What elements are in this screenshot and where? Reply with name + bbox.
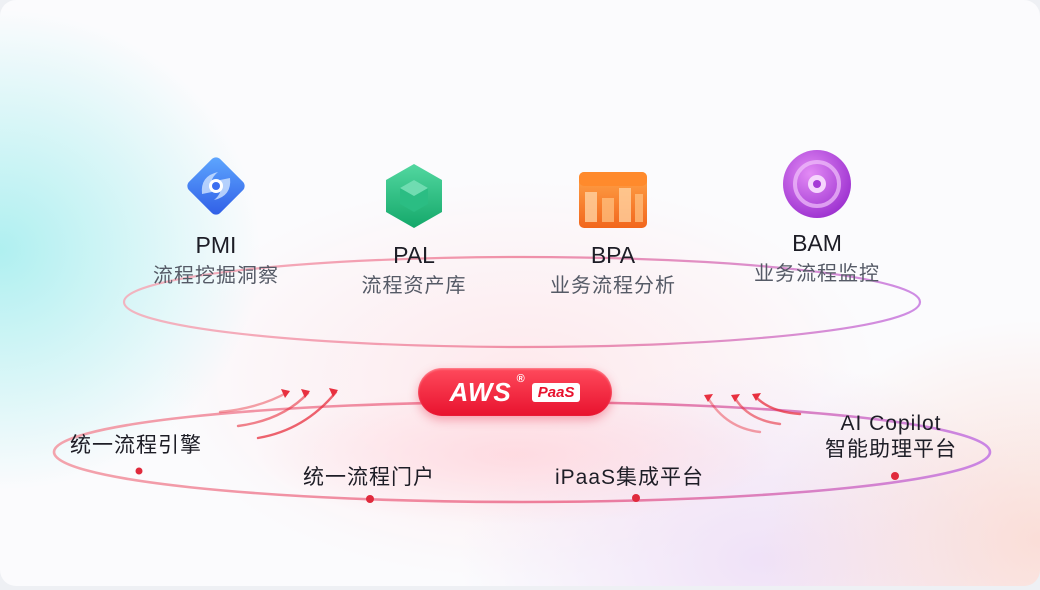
- platform-label-line: AI Copilot: [840, 412, 942, 435]
- pal-hexagon-icon: [376, 158, 452, 234]
- module-pmi: PMI 流程挖掘洞察: [106, 148, 326, 288]
- platform-label: 统一流程引擎: [70, 434, 202, 457]
- module-code: PAL: [393, 242, 435, 268]
- module-desc: 业务流程分析: [550, 275, 676, 297]
- platform-label: iPaaS集成平台: [555, 466, 705, 489]
- aws-paas-core-badge: AWS ® PaaS: [418, 368, 612, 416]
- ring-dot: [632, 494, 640, 502]
- ring-dot: [135, 467, 143, 475]
- core-tag: PaaS: [531, 382, 581, 402]
- module-desc: 流程挖掘洞察: [153, 265, 279, 287]
- module-pal: PAL 流程资产库: [304, 158, 524, 298]
- platform-label-ai-copilot: AI Copilot 智能助理平台: [810, 411, 972, 463]
- core-brand-text: AWS: [449, 376, 512, 407]
- right-upward-arrows: [704, 393, 802, 434]
- platform-label: 统一流程门户: [303, 466, 435, 489]
- module-bpa: BPA 业务流程分析: [503, 158, 723, 298]
- bam-circle-icon: [779, 146, 855, 222]
- module-code: PMI: [195, 232, 237, 258]
- module-bam: BAM 业务流程监控: [707, 146, 927, 286]
- core-brand: AWS ®: [449, 373, 525, 408]
- registered-mark: ®: [516, 372, 526, 385]
- ring-dot: [366, 495, 374, 503]
- ring-dot: [891, 472, 899, 480]
- left-upward-arrows: [218, 388, 338, 440]
- module-code: BPA: [590, 242, 636, 268]
- module-code: BAM: [792, 230, 842, 256]
- upper-orbit-ring: [122, 255, 922, 349]
- module-desc: 业务流程监控: [754, 263, 880, 285]
- platform-label-line: 智能助理平台: [825, 438, 957, 461]
- bpa-grid-icon: [575, 158, 651, 234]
- pmi-diamond-icon: [178, 148, 254, 224]
- module-desc: 流程资产库: [361, 275, 467, 297]
